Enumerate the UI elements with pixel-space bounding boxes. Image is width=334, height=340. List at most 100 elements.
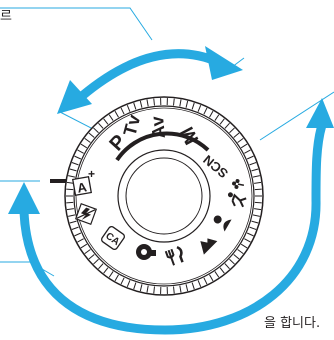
dial-knurl-tooth	[173, 286, 175, 294]
dial-knurl-tooth	[219, 267, 225, 274]
sports-icon	[227, 192, 247, 208]
dial-knurl-tooth	[209, 274, 214, 282]
dial-knurl-tooth	[246, 155, 254, 160]
mode-label-av: Av	[147, 115, 169, 139]
dial-knurl-tooth	[252, 214, 260, 217]
dial-knurl-tooth	[249, 226, 257, 230]
dial-knurl-tooth	[103, 118, 109, 125]
dial-knurl-tooth	[88, 132, 95, 138]
dial-knurl-tooth	[254, 208, 262, 211]
dial-knurl-tooth	[84, 249, 91, 255]
dial-face-inner-rim	[75, 107, 253, 285]
dial-knurl-tooth	[103, 267, 109, 274]
dial-knurl-tooth	[197, 280, 202, 288]
bottom-curved-arrow-shaft	[19, 123, 327, 335]
dial-knurl-tooth	[233, 132, 240, 138]
dial-knurl-tooth	[185, 284, 189, 292]
dial-knurl-tooth	[80, 243, 88, 249]
top-curved-arrow-shaft	[79, 49, 220, 100]
dial-knurl-tooth	[240, 243, 248, 249]
dial-knurl-tooth	[224, 263, 230, 270]
dial-knurl-tooth	[191, 102, 195, 110]
dial-knurl-tooth	[214, 114, 220, 121]
dial-knurling	[66, 98, 262, 294]
dial-knurl-tooth	[120, 107, 125, 115]
dial-knurl-tooth	[246, 232, 254, 237]
bottom-arrow-head-right	[306, 98, 334, 128]
dial-hub-inner	[125, 157, 203, 235]
top-arrow-head-right	[205, 46, 243, 80]
dial-knurl-tooth	[179, 99, 182, 107]
dial-knurl-tooth	[133, 102, 137, 110]
leader-line-top	[0, 7, 153, 41]
dial-knurl-tooth	[229, 127, 235, 134]
dial-knurl-tooth	[93, 127, 99, 134]
dial-knurl-tooth	[251, 168, 259, 172]
leader-line-left-arrow	[59, 111, 96, 131]
dial-knurl-tooth	[108, 114, 114, 121]
dial-knurl-tooth	[240, 143, 248, 149]
dial-knurl-tooth	[69, 168, 77, 172]
dial-knurl-tooth	[185, 100, 189, 108]
dial-knurl-tooth	[219, 118, 225, 125]
dial-knurl-tooth	[71, 226, 79, 230]
creative-filter-icon	[136, 244, 156, 260]
portrait-icon	[213, 215, 232, 232]
dial-knurl-tooth	[237, 249, 244, 255]
dial-knurl-tooth	[191, 282, 195, 290]
dial-knurl-tooth	[93, 258, 99, 265]
close-up-icon	[232, 179, 245, 189]
mode-dial: P Tv Av M SCN A + CA	[64, 96, 264, 296]
dial-knurl-tooth	[153, 98, 155, 106]
mode-scene-intelligent-auto: A +	[71, 167, 95, 197]
food-icon	[164, 245, 184, 266]
dial-knurl-tooth	[139, 284, 143, 292]
callout-text-bottom: 을 합니다.	[264, 316, 320, 331]
top-arrow-head-left	[57, 80, 92, 114]
dial-knurl-tooth	[114, 274, 119, 282]
auto-plus-frame	[71, 175, 93, 197]
dial-knurl-tooth	[179, 285, 182, 293]
callout-text-top: 르	[0, 9, 12, 24]
dial-knurl-tooth	[98, 263, 104, 270]
dial-knurl-tooth	[214, 271, 220, 278]
dial-knurl-tooth	[251, 220, 259, 224]
dial-knurl-tooth	[197, 104, 202, 112]
dial-knurl-tooth	[126, 104, 131, 112]
dial-knurl-tooth	[139, 100, 143, 108]
dial-knurl-tooth	[133, 282, 137, 290]
dial-knurl-tooth	[126, 280, 131, 288]
dial-knurl-tooth	[77, 149, 84, 154]
mode-label-auto-plus-mark: +	[88, 167, 95, 181]
dial-knurl-tooth	[77, 238, 84, 243]
dial-knurl-tooth	[244, 238, 251, 243]
dial-knurl-tooth	[252, 175, 260, 178]
dial-knurl-tooth	[146, 99, 149, 107]
dial-knurl-tooth	[203, 277, 208, 285]
dial-knurl-tooth	[84, 137, 91, 143]
dial-knurl-tooth	[229, 258, 235, 265]
dial-knurl-tooth	[74, 155, 82, 160]
dial-knurl-tooth	[108, 271, 114, 278]
creative-zone-bracket	[115, 131, 210, 162]
dial-knurl-tooth	[66, 208, 74, 211]
flash-off-icon	[74, 202, 98, 226]
landscape-icon	[200, 238, 218, 255]
dial-knurl-tooth	[153, 286, 155, 294]
dial-knurl-tooth	[249, 162, 257, 166]
dial-knurl-tooth	[237, 137, 244, 143]
dial-knurl-tooth	[224, 122, 230, 129]
dial-knurl-tooth	[68, 175, 76, 178]
dial-knurl-tooth	[88, 254, 95, 260]
dial-knurl-tooth	[173, 98, 175, 106]
dial-knurl-tooth	[203, 107, 208, 115]
mode-label-auto-plus: A	[76, 179, 88, 196]
dial-knurl-tooth	[80, 143, 88, 149]
dial-knurl-tooth	[244, 149, 251, 154]
bottom-arrow-head-left	[8, 182, 40, 214]
dial-knurl-tooth	[71, 162, 79, 166]
dial-knurl-tooth	[74, 232, 82, 237]
creative-auto-icon: CA	[100, 225, 126, 251]
